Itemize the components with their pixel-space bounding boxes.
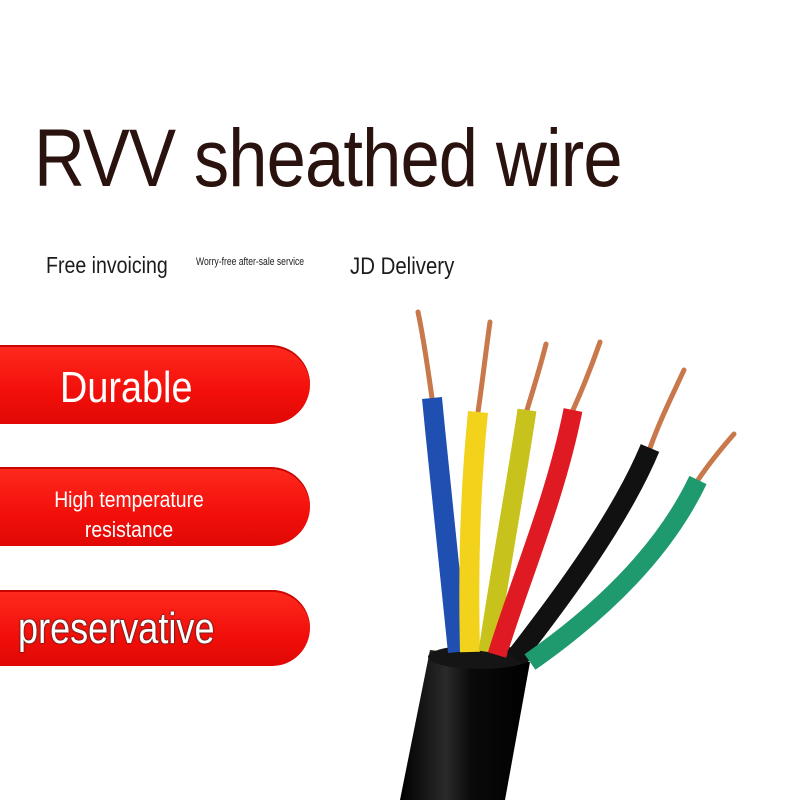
copper-strands <box>415 309 737 483</box>
wire-blue <box>422 397 468 654</box>
feature-badge-durable: Durable <box>0 345 310 424</box>
wire-black <box>507 444 660 665</box>
feature-badge-label: High temperature resistance <box>54 487 204 542</box>
feature-badge-preservative: preservative <box>0 590 310 666</box>
wire-yellow <box>459 410 488 653</box>
copper-strand-black <box>647 367 687 451</box>
copper-strand-yellow-green <box>524 341 549 413</box>
perk-jd-delivery: JD Delivery <box>350 253 455 280</box>
feature-badge-high-temperature: High temperature resistance <box>0 467 310 546</box>
wire-green <box>524 475 707 670</box>
perk-free-invoicing: Free invoicing <box>46 252 168 278</box>
perk-after-sale-service: Worry-free after-sale service <box>196 256 305 268</box>
cable-illustration <box>400 309 737 800</box>
wire-red <box>487 408 583 658</box>
cable-sheath <box>400 650 530 800</box>
feature-badge-label: preservative <box>18 604 215 653</box>
product-title: RVV sheathed wire <box>34 113 623 204</box>
feature-badge-label: Durable <box>60 363 193 412</box>
copper-strand-yellow <box>475 319 493 415</box>
wire-yellow-green <box>478 408 537 654</box>
copper-strand-blue <box>415 309 435 401</box>
copper-strand-green <box>695 431 737 483</box>
copper-strand-red <box>570 339 603 413</box>
